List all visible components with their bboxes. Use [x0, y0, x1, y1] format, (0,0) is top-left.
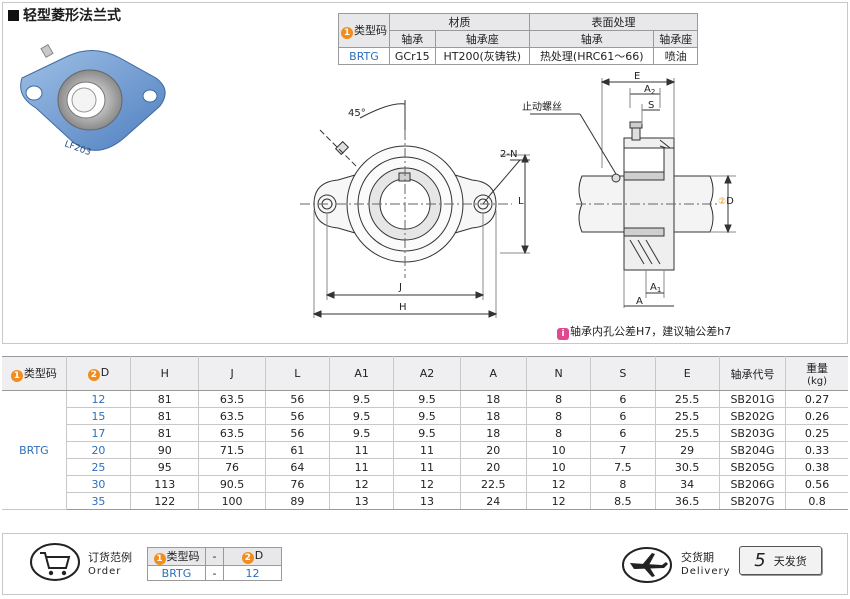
badge-1-icon: 1	[153, 553, 166, 565]
badge-2-icon: 2	[87, 369, 100, 381]
order-label-en: Order	[88, 566, 122, 577]
col-h: H	[130, 356, 200, 391]
E-label: E	[634, 71, 640, 82]
delivery-label-cn: 交货期	[681, 551, 714, 564]
A1-label: A1	[650, 282, 661, 294]
col-n: N	[526, 356, 592, 391]
col-s: S	[590, 356, 656, 391]
angle-label: 45°	[348, 108, 366, 119]
front-view-drawing: 45° 2-N L J H	[300, 100, 530, 318]
product-panel	[2, 2, 848, 344]
S-label: S	[648, 100, 654, 111]
order-panel	[2, 533, 848, 595]
col-j: J	[198, 356, 266, 391]
badge-1-icon: 1	[341, 27, 353, 39]
sub-header-bearing-surface: 轴承	[529, 30, 655, 48]
page-title: 轻型菱形法兰式	[8, 5, 121, 25]
col-a1: A1	[329, 356, 395, 391]
type-cell: BRTG	[2, 390, 67, 510]
order-dash-header: -	[205, 547, 224, 566]
col-bearing-code: 轴承代号	[719, 356, 787, 391]
sub-header-seat-surface: 轴承座	[653, 30, 698, 48]
surface-header: 表面处理	[529, 13, 698, 31]
airplane-icon	[622, 547, 672, 583]
holes-label: 2-N	[500, 149, 517, 160]
set-screw-label: 止动螺丝	[522, 101, 562, 113]
cart-icon	[30, 543, 80, 581]
delivery-days-box: 5 天发货	[739, 546, 822, 575]
delivery-days-text: 天发货	[773, 554, 807, 568]
sub-header-seat: 轴承座	[434, 30, 531, 48]
badge-1-icon: 1	[10, 370, 23, 382]
delivery-label-en: Delivery	[681, 566, 731, 577]
seat-surface-value: 喷油	[653, 47, 698, 65]
order-dash-value: -	[205, 565, 224, 581]
seat-material-value: HT200(灰铸铁)	[434, 47, 531, 65]
delivery-days-number: 5	[754, 550, 766, 571]
sub-header-bearing: 轴承	[389, 30, 436, 48]
note-badge-icon: i	[557, 328, 569, 340]
L-label: L	[518, 196, 524, 207]
col-a: A	[460, 356, 527, 391]
D-label: ②D	[718, 196, 734, 207]
side-view-drawing: E A2 S 止动螺丝 ②D A1 A	[522, 71, 736, 308]
col-a2: A2	[393, 356, 461, 391]
A-label: A	[636, 296, 643, 307]
material-type-value: BRTG	[338, 47, 390, 65]
bearing-surface-value: 热处理(HRC61～66)	[529, 47, 655, 65]
order-d-value: 12	[223, 565, 282, 581]
J-label: J	[398, 282, 402, 293]
order-label-cn: 订货范例	[88, 551, 132, 564]
order-type-value: BRTG	[147, 565, 206, 581]
badge-2-icon: 2	[241, 552, 254, 564]
col-l: L	[265, 356, 331, 391]
col-weight: 重量(kg)	[785, 356, 848, 391]
bearing-material-value: GCr15	[389, 47, 436, 65]
H-label: H	[399, 302, 407, 313]
material-header: 材质	[388, 13, 531, 31]
title-square-icon	[8, 9, 19, 21]
A2-label: A2	[644, 84, 655, 96]
col-e: E	[655, 356, 720, 391]
product-photo: LF203	[20, 43, 166, 158]
